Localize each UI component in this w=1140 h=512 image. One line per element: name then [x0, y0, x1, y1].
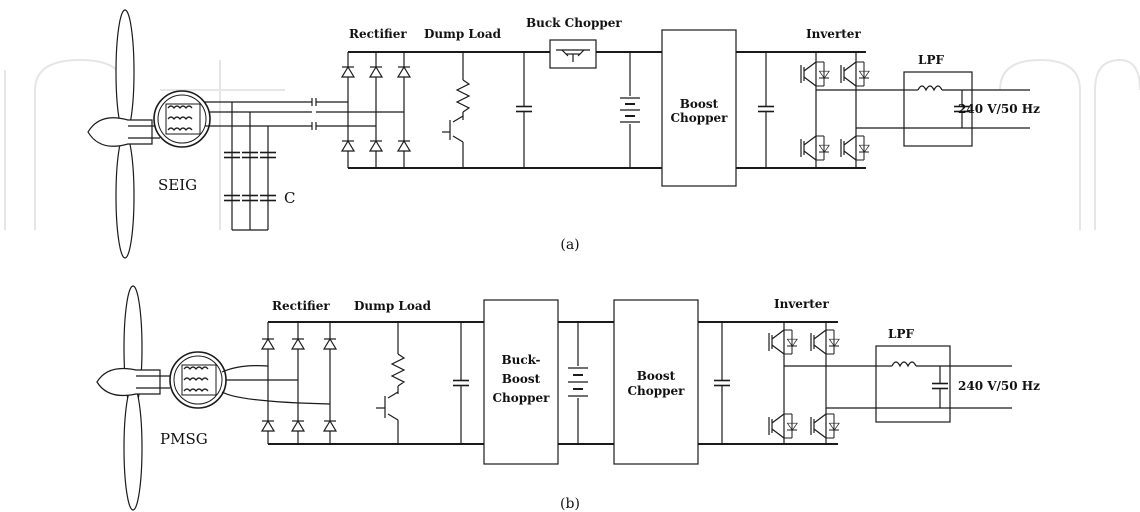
buck-boost-label-1: Buck- [502, 353, 541, 367]
output-label-a: 240 V/50 Hz [958, 102, 1040, 116]
boost-chopper-label-b1: Boost [637, 369, 676, 383]
diagram-a: SEIG C Rectifier [87, 9, 1040, 259]
pmsg-generator [169, 351, 227, 409]
dump-load-a [442, 52, 471, 168]
battery-a [620, 52, 640, 168]
inverter-label-b: Inverter [774, 297, 829, 311]
caption-a: (a) [560, 237, 579, 253]
rectifier-label-a: Rectifier [349, 27, 407, 41]
dump-load-b [376, 322, 406, 444]
dump-load-label-a: Dump Load [424, 27, 502, 41]
buck-chopper-a [549, 39, 597, 69]
boost-chopper-label-a2: Chopper [670, 111, 728, 125]
wind-turbine-b [96, 285, 170, 511]
boost-chopper-b [613, 299, 699, 465]
generator-label-a: SEIG [158, 176, 197, 194]
diagram-b: PMSG Rectifier Dump Load [96, 285, 1040, 512]
buck-boost-label-2: Boost [502, 372, 541, 386]
inverter-a [800, 52, 870, 168]
lpf-b [875, 345, 951, 423]
inverter-b [768, 322, 840, 444]
boost-chopper-a [661, 29, 737, 187]
battery-b [568, 322, 588, 444]
inverter-label-a: Inverter [806, 27, 861, 41]
lpf-label-a: LPF [918, 53, 944, 67]
boost-chopper-label-b2: Chopper [627, 384, 685, 398]
rectifier-a [341, 52, 411, 168]
boost-chopper-label-a1: Boost [680, 97, 719, 111]
output-label-b: 240 V/50 Hz [958, 379, 1040, 393]
caption-b: (b) [560, 496, 580, 512]
buck-chopper-label-a: Buck Chopper [526, 16, 622, 30]
lpf-a [903, 71, 973, 147]
capacitor-bank-c [223, 102, 277, 231]
dump-load-label-b: Dump Load [354, 299, 432, 313]
capacitor-label: C [284, 189, 295, 207]
lpf-label-b: LPF [888, 327, 914, 341]
generator-label-b: PMSG [160, 430, 208, 448]
buck-boost-label-3: Chopper [492, 391, 550, 405]
wind-turbine-a [87, 9, 160, 259]
rectifier-label-b: Rectifier [272, 299, 330, 313]
seig-generator [153, 90, 211, 148]
buck-boost-chopper [483, 299, 559, 465]
rectifier-b [261, 322, 337, 444]
